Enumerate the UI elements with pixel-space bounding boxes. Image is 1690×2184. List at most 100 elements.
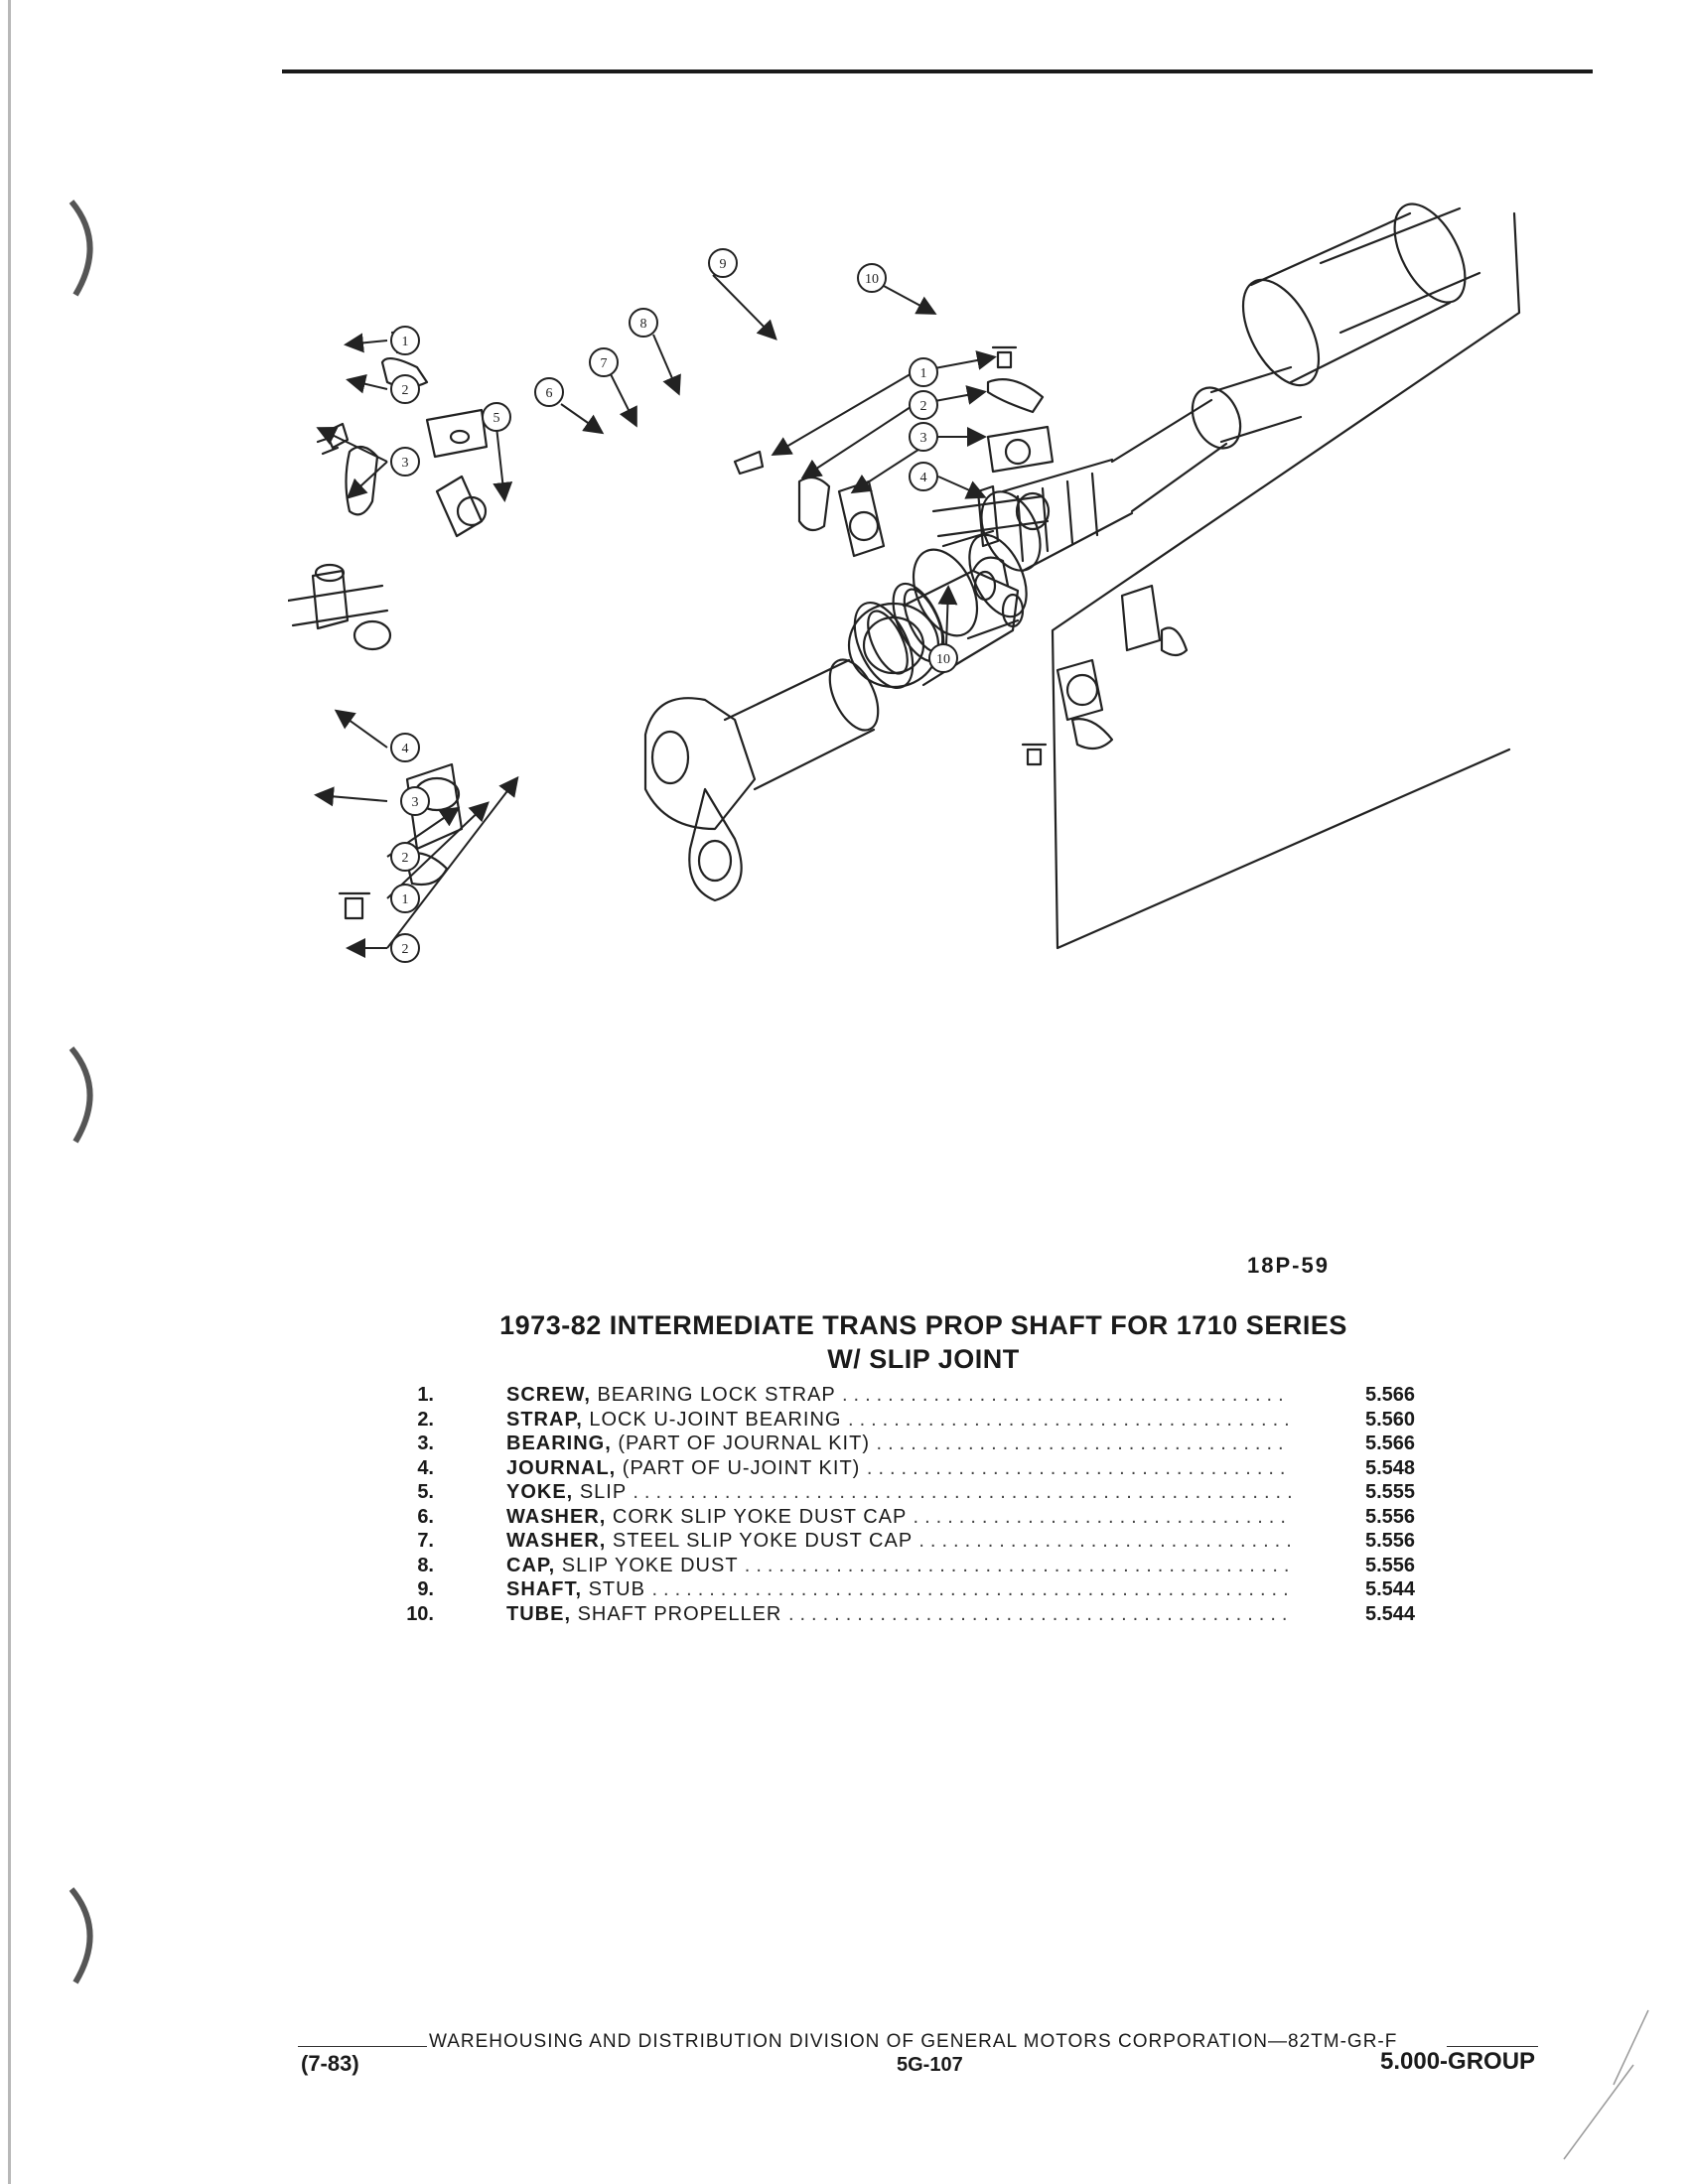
part-number: 8. (417, 1554, 434, 1576)
part-detail: SLIP (579, 1481, 627, 1503)
dust-cap-part (912, 529, 1028, 640)
part-number: 3. (417, 1433, 434, 1454)
svg-text:8: 8 (640, 317, 647, 332)
svg-text:3: 3 (412, 795, 419, 810)
part-description: WASHER, STEEL SLIP YOKE DUST CAP .......… (506, 1529, 1291, 1554)
part-number: 1. (417, 1384, 434, 1406)
left-journal-part (288, 563, 392, 651)
slip-yoke-part (643, 658, 880, 902)
dot-leader: ........................................… (633, 1481, 1291, 1503)
dot-leader: ........................................… (918, 1530, 1291, 1552)
part-detail: LOCK U-JOINT BEARING (589, 1408, 842, 1431)
svg-text:9: 9 (720, 257, 727, 272)
part-number: 9. (417, 1578, 434, 1600)
part-name: YOKE, (506, 1481, 574, 1503)
propeller-tube-part (1241, 203, 1481, 387)
callout-1: 1 (390, 884, 420, 913)
part-detail: SHAFT PROPELLER (577, 1602, 782, 1625)
footer-publisher-line: WAREHOUSING AND DISTRIBUTION DIVISION OF… (429, 2031, 1398, 2052)
part-reference: 5.556 (1365, 1554, 1416, 1576)
dot-leader: ........................................… (848, 1408, 1291, 1431)
callout-6: 6 (534, 377, 564, 407)
svg-text:3: 3 (402, 456, 409, 471)
part-reference: 5.560 (1365, 1408, 1416, 1431)
part-name: SHAFT, (506, 1578, 582, 1600)
part-description: BEARING, (PART OF JOURNAL KIT) .........… (506, 1432, 1291, 1456)
svg-text:5: 5 (493, 411, 500, 426)
svg-text:6: 6 (546, 386, 553, 401)
part-row: 10. TUBE, SHAFT PROPELLER ...............… (392, 1602, 1445, 1627)
svg-text:4: 4 (920, 471, 927, 485)
callout-10: 10 (928, 643, 958, 673)
part-description: CAP, SLIP YOKE DUST ....................… (506, 1554, 1291, 1578)
part-detail: (PART OF JOURNAL KIT) (618, 1433, 870, 1454)
callout-5: 5 (482, 402, 511, 432)
svg-text:1: 1 (402, 892, 409, 907)
svg-text:2: 2 (402, 942, 409, 957)
part-detail: SLIP YOKE DUST (561, 1554, 739, 1576)
footer-rule-right (1447, 2046, 1538, 2047)
figure-code: 18P-59 (1247, 1253, 1330, 1278)
svg-text:7: 7 (601, 356, 608, 371)
part-description: SHAFT, STUB ............................… (506, 1577, 1291, 1602)
part-reference: 5.544 (1365, 1602, 1416, 1625)
assembly-plane-outline (1051, 211, 1521, 950)
part-description: STRAP, LOCK U-JOINT BEARING ............… (506, 1408, 1291, 1433)
callout-2: 2 (909, 390, 938, 420)
margin-pencil-mark (1563, 2009, 1649, 2160)
footer-rule-left (298, 2046, 427, 2047)
callout-1: 1 (390, 326, 420, 355)
callout-2: 2 (390, 842, 420, 872)
part-reference: 5.555 (1365, 1481, 1416, 1503)
section-title: 1973-82 INTERMEDIATE TRANS PROP SHAFT FO… (377, 1308, 1470, 1376)
part-name: STRAP, (506, 1408, 583, 1431)
svg-text:2: 2 (920, 399, 927, 414)
part-detail: STUB (588, 1578, 645, 1600)
part-description: WASHER, CORK SLIP YOKE DUST CAP ........… (506, 1505, 1291, 1530)
callout-2: 2 (390, 374, 420, 404)
cork-washer-part (853, 601, 915, 690)
dot-leader: ........................................… (744, 1554, 1291, 1576)
part-reference: 5.566 (1365, 1433, 1416, 1454)
svg-text:2: 2 (402, 383, 409, 398)
part-name: CAP, (506, 1554, 556, 1576)
part-number: 10. (406, 1602, 434, 1625)
part-reference: 5.556 (1365, 1530, 1416, 1552)
header-rule (282, 69, 1593, 73)
part-row: 2.STRAP, LOCK U-JOINT BEARING ..........… (392, 1408, 1445, 1433)
svg-text:4: 4 (402, 742, 409, 756)
binder-edge (8, 0, 11, 2184)
dot-leader: ........................................… (913, 1505, 1291, 1528)
parts-list: 1. SCREW, BEARING LOCK STRAP ............… (392, 1383, 1445, 1626)
part-row: 1. SCREW, BEARING LOCK STRAP ............… (392, 1383, 1445, 1408)
part-row: 6. WASHER, CORK SLIP YOKE DUST CAP ......… (392, 1505, 1445, 1530)
dot-leader: ........................................… (866, 1456, 1291, 1479)
callout-3: 3 (400, 786, 430, 816)
part-name: SCREW, (506, 1384, 591, 1406)
part-description: TUBE, SHAFT PROPELLER ..................… (506, 1602, 1291, 1627)
binder-hole-bottom (69, 1887, 93, 1984)
footer-date: (7-83) (301, 2051, 359, 2076)
callout-4: 4 (390, 733, 420, 762)
svg-text:3: 3 (920, 431, 927, 446)
binder-hole-middle (69, 1046, 93, 1144)
svg-text:2: 2 (402, 851, 409, 866)
callout-9: 9 (708, 248, 738, 278)
part-number: 6. (417, 1505, 434, 1528)
part-name: TUBE, (506, 1602, 571, 1625)
callout-2: 2 (390, 933, 420, 963)
part-row: 4.JOURNAL, (PART OF U-JOINT KIT) .......… (392, 1456, 1445, 1481)
binder-hole-top (69, 200, 93, 297)
part-description: JOURNAL, (PART OF U-JOINT KIT) .........… (506, 1456, 1291, 1481)
callout-3: 3 (909, 422, 938, 452)
part-row: 7.WASHER, STEEL SLIP YOKE DUST CAP .....… (392, 1529, 1445, 1554)
part-description: SCREW, BEARING LOCK STRAP ..............… (506, 1383, 1291, 1408)
dot-leader: ........................................… (651, 1578, 1291, 1600)
part-name: JOURNAL, (506, 1456, 617, 1479)
dot-leader: ........................................… (841, 1384, 1291, 1406)
right-hardware-parts (733, 345, 1189, 766)
callout-1: 1 (909, 357, 938, 387)
part-reference: 5.548 (1365, 1456, 1416, 1479)
dot-leader: ........................................… (876, 1433, 1291, 1454)
